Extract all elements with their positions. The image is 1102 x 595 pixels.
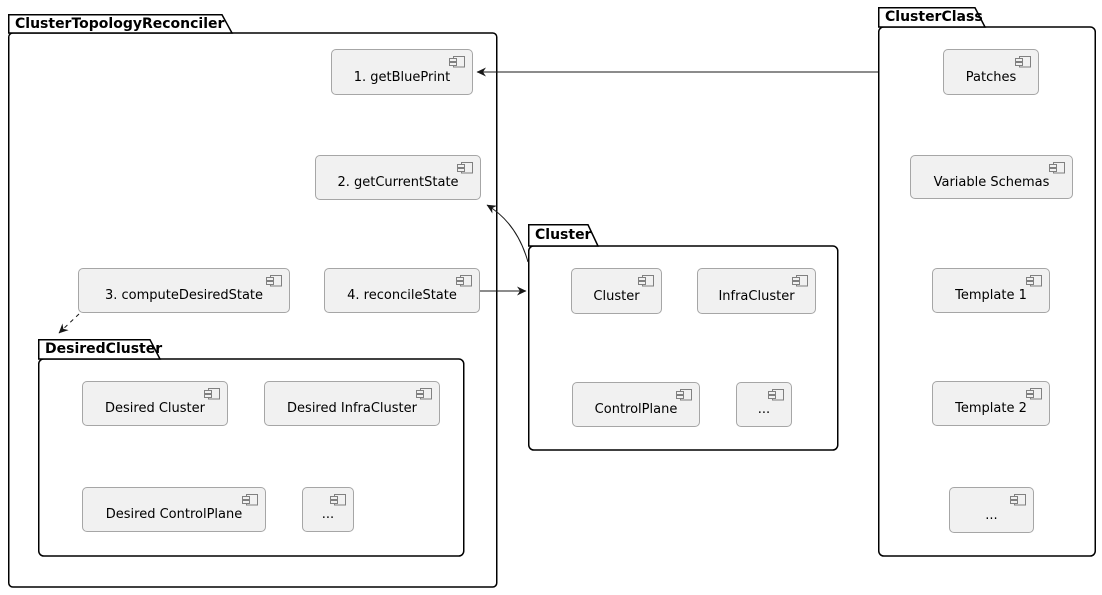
component-variable-schemas: Variable Schemas [910,155,1073,199]
component-icon [266,275,282,287]
component-patches: Patches [943,49,1039,95]
component-compute-desired-state: 3. computeDesiredState [78,268,290,313]
component-icon [457,162,473,174]
component-label: Variable Schemas [933,174,1050,190]
package-label-cluster-topology-reconciler: ClusterTopologyReconciler [15,15,225,32]
component-cluster: Cluster [571,268,662,314]
component-template-2: Template 2 [932,381,1050,426]
component-get-current-state: 2. getCurrentState [315,155,481,200]
component-icon [638,275,654,287]
edge-computedesiredstate-to-desiredcluster [58,313,80,334]
component-label: ... [321,507,335,522]
component-icon [416,388,432,400]
component-label: ... [985,507,998,523]
component-label: Desired InfraCluster [287,401,417,416]
component-icon [449,56,465,68]
component-cluster-ellipsis: ... [736,382,792,427]
component-control-plane: ControlPlane [572,382,700,427]
component-icon [456,275,472,287]
component-desired-cluster: Desired Cluster [82,381,228,426]
component-label: 3. computeDesiredState [105,288,263,303]
component-reconcile-state: 4. reconcileState [324,268,480,313]
component-desired-control-plane: Desired ControlPlane [82,487,266,532]
component-icon [204,388,220,400]
component-icon [768,389,784,401]
component-label: Patches [965,69,1017,85]
component-icon [242,494,258,506]
component-label: Desired ControlPlane [105,507,243,522]
component-desired-ellipsis: ... [302,487,354,532]
component-icon [1049,162,1065,174]
component-label: ... [757,402,771,417]
component-label: Cluster [593,288,640,304]
component-icon [1026,275,1042,287]
package-label-cluster: Cluster [535,227,592,243]
component-label: ControlPlane [594,402,678,417]
component-label: 2. getCurrentState [337,175,459,190]
package-label-cluster-class: ClusterClass [885,9,983,25]
component-label: 1. getBluePrint [353,69,451,85]
component-cluster-class-ellipsis: ... [949,487,1034,533]
component-icon [676,389,692,401]
component-label: InfraCluster [718,288,795,304]
package-label-desired-cluster: DesiredCluster [45,341,163,357]
component-icon [792,275,808,287]
component-infra-cluster: InfraCluster [697,268,816,314]
component-label: Desired Cluster [105,401,205,416]
component-label: 4. reconcileState [347,288,457,303]
component-desired-infra-cluster: Desired InfraCluster [264,381,440,426]
component-icon [330,494,346,506]
component-icon [1010,494,1026,506]
component-label: Template 2 [955,401,1027,416]
component-icon [1015,56,1031,68]
edge-cluster-to-getcurrentstate [486,204,529,263]
component-icon [1026,388,1042,400]
component-template-1: Template 1 [932,268,1050,313]
component-label: Template 1 [955,288,1027,303]
component-get-blueprint: 1. getBluePrint [331,49,473,95]
